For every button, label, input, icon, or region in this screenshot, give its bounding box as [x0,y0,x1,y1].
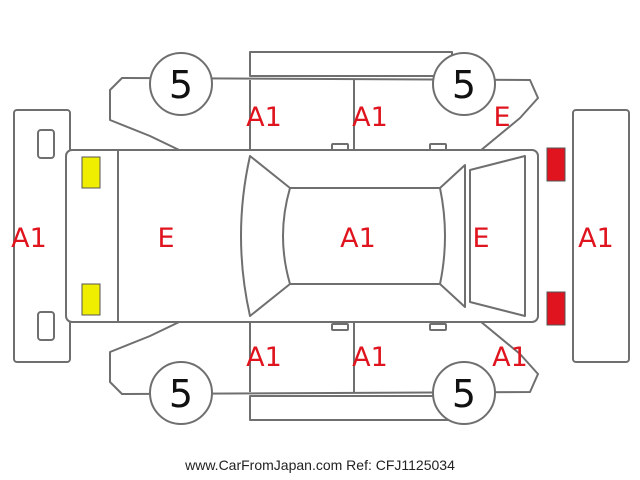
headlight-right-marker [81,283,101,316]
code-left-rear-quarter: E [493,102,510,133]
wheel-rear-right-grade: 5 [452,372,476,416]
car-body-top [65,149,539,323]
code-left-front-door: A1 [246,102,282,133]
taillight-left-marker [546,147,566,182]
footer-reference: www.CarFromJapan.com Ref: CFJ1125034 [0,457,640,473]
code-front-bumper: A1 [11,223,47,254]
wheel-front-left-grade: 5 [169,63,193,107]
wheel-front-left: 5 [149,52,213,116]
footer-site: www.CarFromJapan.com [185,457,343,473]
code-trunk: E [472,223,489,254]
wheel-front-right: 5 [149,361,213,425]
code-roof: A1 [340,223,376,254]
code-rear-bumper: A1 [578,223,614,254]
rear-bumper [572,109,630,363]
code-right-front-door: A1 [246,342,282,373]
headlight-left-marker [81,156,101,189]
wheel-rear-left: 5 [432,52,496,116]
wheel-front-right-grade: 5 [169,372,193,416]
code-left-rear-door: A1 [352,102,388,133]
code-right-rear-door: A1 [352,342,388,373]
code-hood: E [157,223,174,254]
footer-ref: Ref: CFJ1125034 [346,457,455,473]
taillight-right-marker [546,291,566,326]
wheel-rear-right: 5 [432,361,496,425]
code-right-rear-quarter: A1 [492,342,528,373]
wheel-rear-left-grade: 5 [452,63,476,107]
